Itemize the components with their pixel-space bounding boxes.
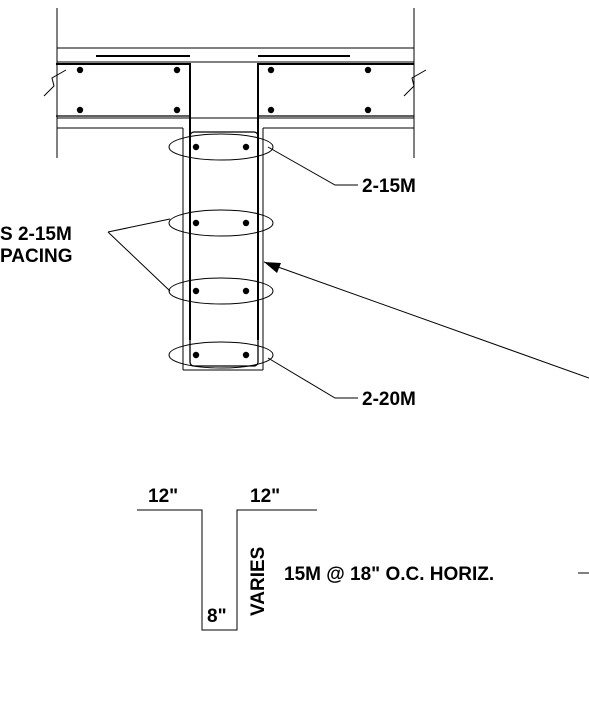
break-line-left (43, 69, 67, 97)
stirrups-label-line2: PACING (0, 246, 72, 267)
web-section (182, 128, 264, 371)
key-diagram (137, 509, 317, 631)
wall-section (56, 8, 415, 158)
top-horizontal-bars (56, 55, 414, 340)
stirrups-label-line1: S 2-15M (0, 224, 72, 245)
bar-callout-ellipses (168, 133, 274, 369)
horizontal-reinforcement-note: 15M @ 18" O.C. HORIZ. (284, 564, 494, 585)
bottom-bars-label: 2-20M (362, 389, 416, 410)
dim-left-flange: 12" (148, 486, 178, 507)
dim-right-flange: 12" (250, 486, 280, 507)
break-line-right (403, 69, 427, 97)
dim-depth-varies: VARIES (248, 547, 269, 616)
top-bars-label: 2-15M (362, 176, 416, 197)
leader-lines (107, 146, 589, 399)
dim-web-width: 8" (207, 606, 227, 627)
slab-bars (76, 66, 372, 114)
web-bars (192, 143, 250, 359)
